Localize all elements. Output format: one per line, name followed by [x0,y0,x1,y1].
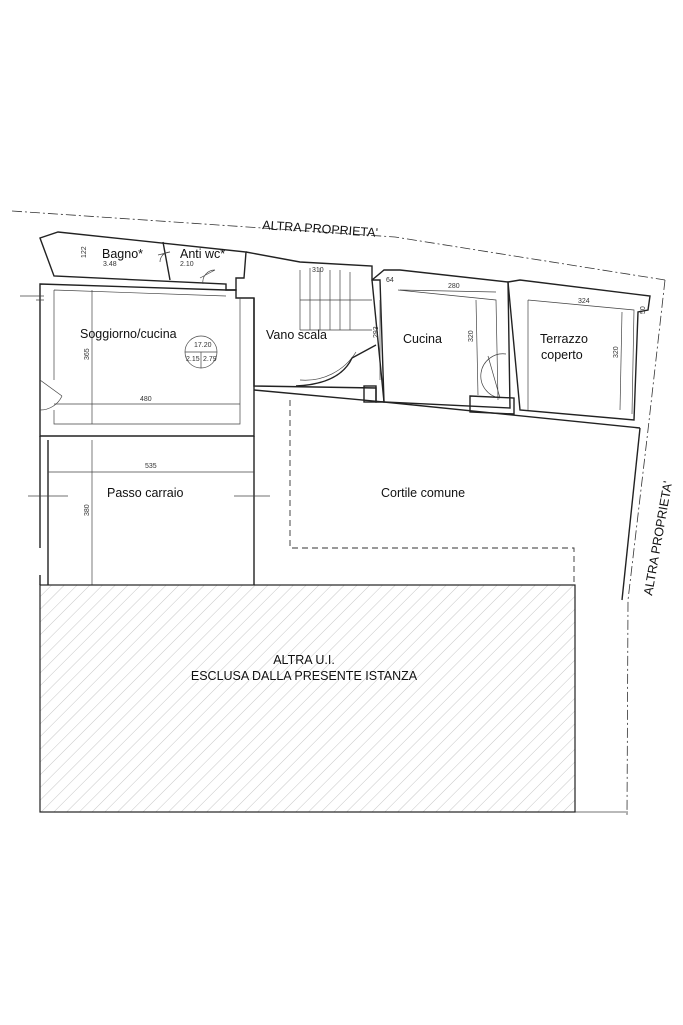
dim-line-cucina-width [399,289,497,293]
soggiorno-walls [39,283,255,437]
terrazzo-sill [469,395,515,415]
altra-proprieta-right-label: ALTRA PROPRIETA' [641,480,675,597]
passo-carraio-walls [39,436,255,585]
cortile-right-edge [621,427,641,601]
altra-ui-block [39,584,576,813]
altra-ui-label-line2: ESCLUSA DALLA PRESENTE ISTANZA [191,669,418,683]
terrazzo-small-dim: 50 [640,306,647,314]
cucina-depth-dim: 320 [468,330,475,342]
cucina-64-dim: 64 [386,277,394,284]
soggiorno-door [39,379,63,411]
badge-area: 17.20 [194,342,212,349]
soggiorno-inner [53,289,241,425]
badge-right: 2.79 [203,356,217,363]
bagno-label: Bagno* [102,247,143,261]
dim-line-terrazzo-depth [619,311,623,411]
bagno-door [157,251,171,263]
antiwc-door [199,269,216,285]
cucina-width-dim: 280 [448,283,460,290]
terrazzo-walls [507,279,651,421]
passo-carraio-label: Passo carraio [107,486,183,500]
anti-wc-label: Anti wc* [180,247,225,261]
soggiorno-width-dim: 480 [140,396,152,403]
stair-pillar [363,385,377,403]
altra-proprieta-top-label: ALTRA PROPRIETA' [262,218,379,240]
terrazzo-depth-dim: 320 [613,346,620,358]
dim-line-cucina-depth [475,299,479,396]
badge-left: 2.15 [186,356,200,363]
bagno-walls [39,231,247,291]
soggiorno-depth-dim: 365 [84,348,91,360]
stair-curved-wall [295,344,377,387]
vano-293-dim: 293 [373,326,380,338]
stair-310-dim: 310 [312,267,324,274]
property-boundary-right [626,279,666,816]
cortile-label: Cortile comune [381,486,465,500]
passo-width-dim: 535 [145,463,157,470]
bagno-antiwc-partition [162,241,171,281]
terrazzo-inner [527,299,635,415]
anti-wc-area: 2.10 [180,261,194,268]
cortile-edge [253,389,641,429]
passo-depth-dim: 380 [84,504,91,516]
vano-scala-walls [245,251,385,403]
cortile-dashed-outline [289,400,575,585]
bagno-area: 3.48 [103,261,117,268]
altra-ui-label-line1: ALTRA U.I. [273,653,335,667]
soggiorno-label: Soggiorno/cucina [80,327,177,341]
bagno-height: 122 [81,246,88,258]
cucina-label: Cucina [403,332,442,346]
terrazzo-width-dim: 324 [578,298,590,305]
stair-treads [299,268,372,331]
soggiorno-window-left [20,295,44,301]
property-boundary-top [11,210,666,281]
terrazzo-label-line1: Terrazzo [540,332,588,346]
vano-scala-label: Vano scala [266,328,327,342]
cucina-inner [397,289,499,401]
terrazzo-label-line2: coperto [541,348,583,362]
terrazzo-door [480,353,507,399]
